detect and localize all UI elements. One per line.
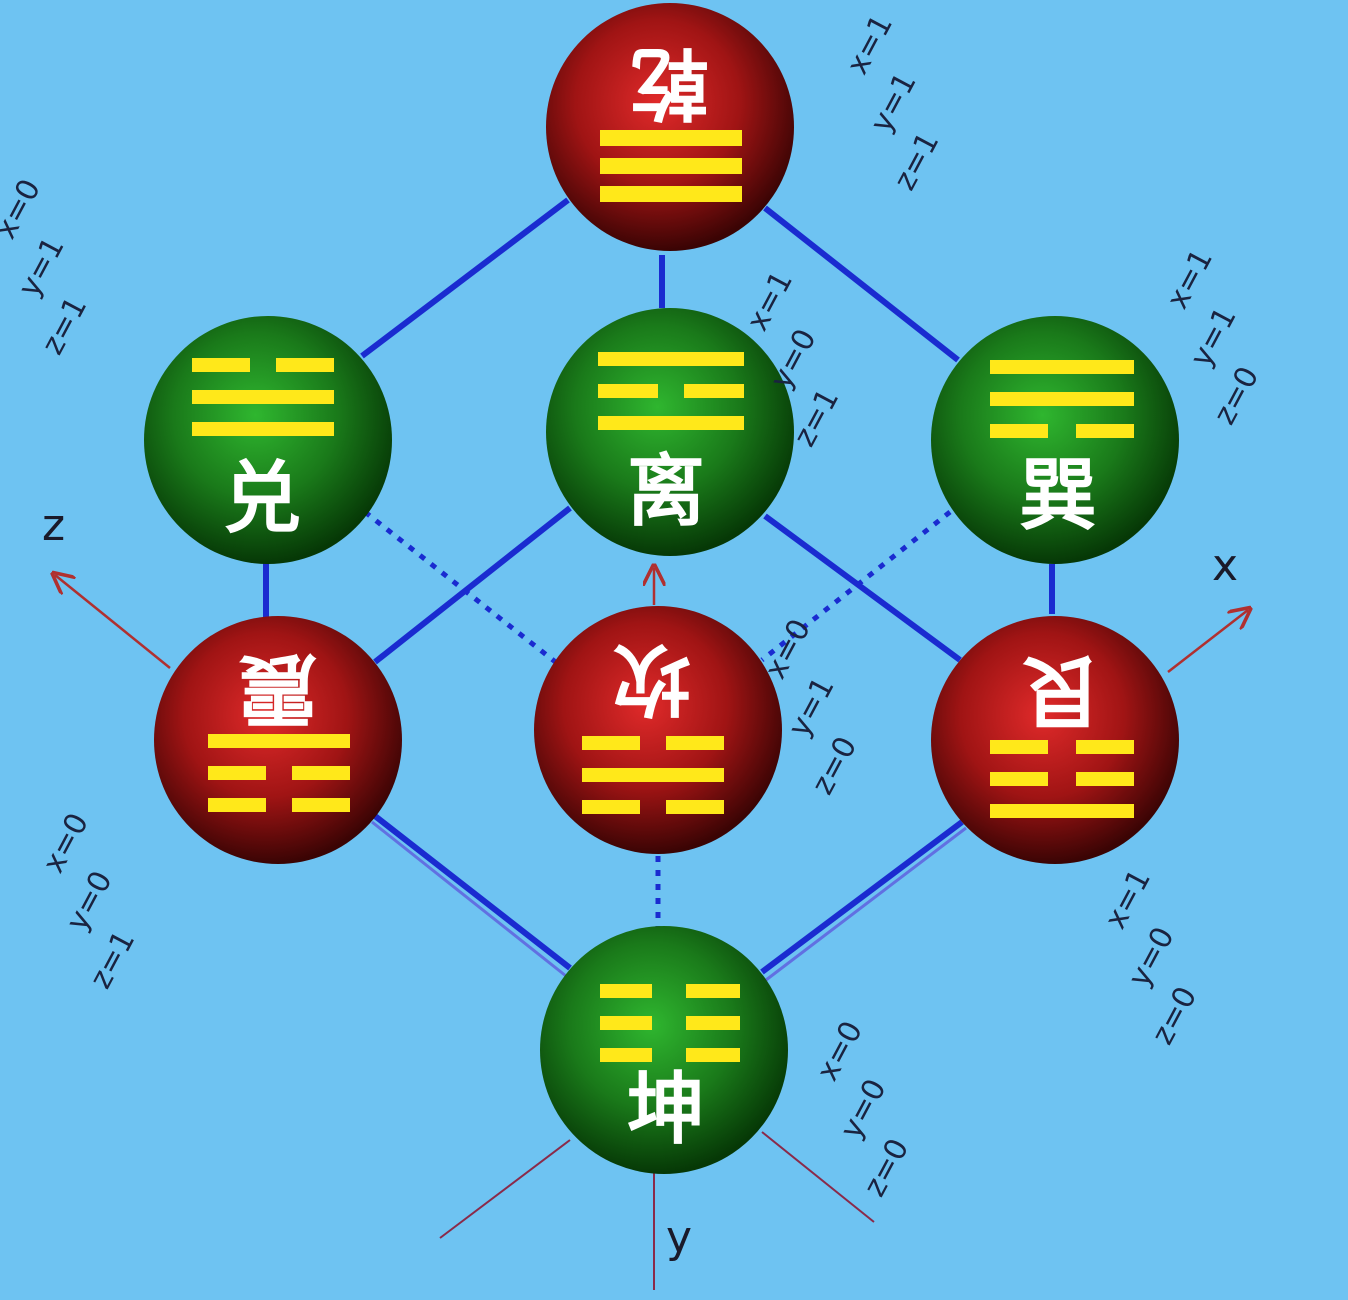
node-xun: 巽 [931,316,1179,564]
y-axis-label: y [666,1212,692,1263]
trigram-lines-dui [192,358,334,436]
trigram-name-qian: 乾 [631,37,709,127]
edge-gen-kun [760,819,964,975]
coords-zhen: x=0 y=0 z=1 [36,808,142,995]
trigram-lines-zhen [208,734,350,812]
svg-text:z=0: z=0 [1145,981,1204,1050]
edge-li-gen [763,513,962,663]
trigram-name-dui: 兑 [223,454,301,544]
node-zhen: 震 [154,616,402,864]
trigram-lines-kan [582,736,724,814]
cube-edges [263,197,1055,975]
svg-text:z=1: z=1 [35,291,94,360]
trigram-lines-qian [600,130,742,202]
edge-xun-kan [760,510,952,662]
svg-text:z=0: z=0 [857,1133,916,1202]
node-dui: 兑 [144,316,392,564]
hidden-edges [363,510,952,930]
trigram-lines-li [598,352,744,430]
trigram-name-xun: 巽 [1019,451,1097,541]
axis-tail-left [439,1139,571,1239]
node-kun: 坤 [540,926,788,1174]
svg-text:z=0: z=0 [1207,361,1266,430]
node-qian: 乾 [546,3,794,251]
coords-qian: x=1 y=1 z=1 [840,9,946,196]
edge-li-zhen [373,505,572,665]
z-axis-arrow [55,575,171,669]
trigram-name-kan: 坎 [613,633,691,723]
trigram-lines-xun [990,360,1134,438]
x-axis-label: x [1212,540,1238,591]
trigram-name-kun: 坤 [627,1065,705,1155]
edge-zhen-kun [373,813,572,971]
node-li: 离 [546,308,794,556]
trigram-lines-gen [990,740,1134,818]
svg-text:z=1: z=1 [83,925,142,994]
coords-kun: x=0 y=0 z=0 [810,1016,916,1203]
trigram-name-li: 离 [627,447,705,537]
coords-dui: x=0 y=1 z=1 [0,174,94,361]
svg-text:z=1: z=1 [887,127,946,196]
node-gen: 艮 [931,616,1179,864]
z-axis-label: z [42,500,65,551]
trigram-name-zhen: 震 [239,643,317,733]
axis-tail-right [761,1131,875,1223]
trigram-name-gen: 艮 [1022,645,1101,735]
node-kan: 坎 [534,606,782,854]
trigram-lines-kun [600,984,740,1062]
svg-text:z=0: z=0 [805,731,864,800]
coords-gen: x=1 y=0 z=0 [1098,864,1204,1051]
x-axis-arrow [1167,610,1248,673]
edge-dui-kan [363,510,560,666]
svg-text:z=1: z=1 [787,383,846,452]
edge-qian-dui [360,197,570,359]
edge-qian-xun [763,205,960,363]
